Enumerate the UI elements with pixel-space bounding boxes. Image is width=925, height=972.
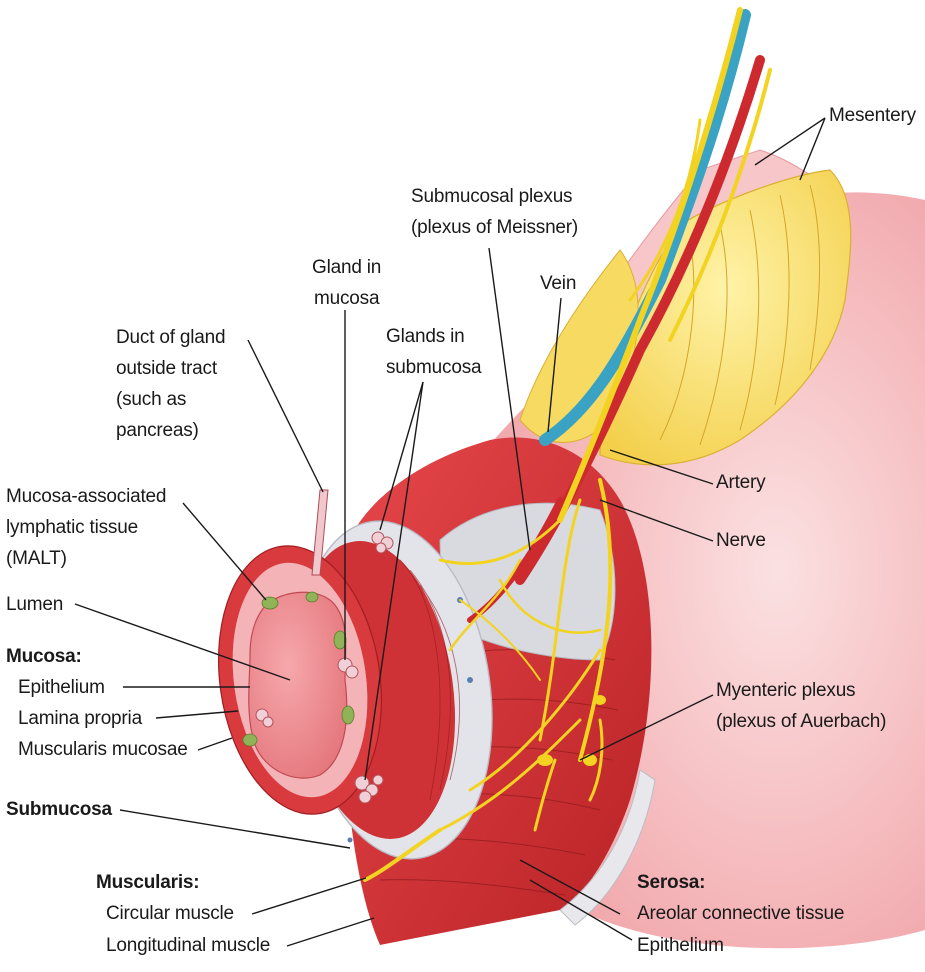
vein-vessel bbox=[539, 9, 751, 446]
label-glands-submucosa-line1: Glands in bbox=[386, 326, 465, 347]
label-malt-line3: (MALT) bbox=[6, 548, 67, 569]
label-longitudinal-muscle: Longitudinal muscle bbox=[106, 935, 271, 956]
label-myenteric-plexus-line2: (plexus of Auerbach) bbox=[716, 711, 887, 732]
label-duct-line2: outside tract bbox=[116, 358, 217, 379]
circular-muscle-striations bbox=[399, 559, 461, 801]
label-myenteric-plexus-line1: Myenteric plexus bbox=[716, 680, 856, 701]
label-glands-submucosa-line2: submucosa bbox=[386, 357, 482, 378]
label-malt-line2: lymphatic tissue bbox=[6, 517, 138, 538]
label-gland-in-mucosa-line1: Gland in bbox=[312, 257, 382, 278]
label-malt-line1: Mucosa-associated bbox=[6, 486, 167, 507]
pancreatic-duct bbox=[311, 489, 329, 576]
label-muscularis-heading: Muscularis: bbox=[96, 872, 200, 893]
label-submucosa: Submucosa bbox=[6, 799, 112, 820]
label-duct-line1: Duct of gland bbox=[116, 327, 226, 348]
serosa-band bbox=[559, 769, 656, 926]
label-submucosal-plexus-line1: Submucosal plexus bbox=[411, 186, 573, 207]
label-duct-line3: (such as bbox=[116, 389, 187, 410]
label-mucosa-heading: Mucosa: bbox=[6, 646, 82, 667]
label-artery: Artery bbox=[716, 472, 766, 493]
label-mucosa-epithelium: Epithelium bbox=[18, 677, 105, 698]
label-submucosal-plexus-line2: (plexus of Meissner) bbox=[411, 217, 579, 238]
label-circular-muscle: Circular muscle bbox=[106, 903, 234, 924]
label-duct-line4: pancreas) bbox=[116, 420, 199, 441]
leader-lines bbox=[74, 117, 826, 947]
label-nerve: Nerve bbox=[716, 530, 766, 551]
label-serosa-heading: Serosa: bbox=[637, 872, 706, 893]
label-mesentery: Mesentery bbox=[829, 105, 916, 126]
label-areolar-connective-tissue: Areolar connective tissue bbox=[637, 903, 845, 924]
mucosal-glands bbox=[255, 657, 359, 728]
fat-lobules bbox=[659, 184, 820, 446]
label-serosa-epithelium: Epithelium bbox=[637, 935, 724, 956]
label-lumen: Lumen bbox=[6, 594, 64, 615]
lumen bbox=[248, 591, 348, 779]
label-vein: Vein bbox=[540, 273, 577, 294]
label-gland-in-mucosa-line2: mucosa bbox=[314, 288, 380, 309]
malt-patches bbox=[242, 591, 355, 747]
myenteric-ganglia bbox=[537, 695, 606, 766]
submucosal-glands bbox=[354, 531, 394, 804]
nerve-network bbox=[363, 7, 772, 882]
label-lamina-propria: Lamina propria bbox=[18, 708, 142, 729]
label-muscularis-mucosae: Muscularis mucosae bbox=[18, 739, 188, 760]
